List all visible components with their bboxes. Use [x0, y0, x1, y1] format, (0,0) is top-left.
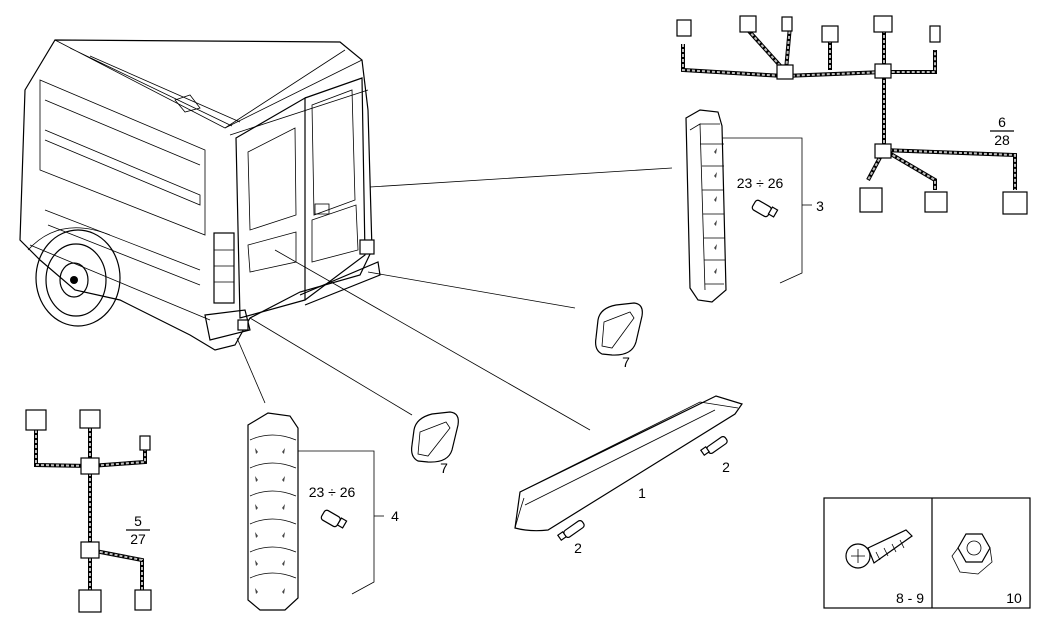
wiring-harness-6-28: [676, 15, 1028, 215]
bulb-part-4: [320, 509, 348, 529]
bulb-part-2-a: [699, 435, 728, 457]
label-part-4: 4: [391, 508, 399, 524]
side-marker-lens-part-7-a: [595, 302, 643, 356]
bulb-range-label-a: 23 ÷ 26: [737, 175, 784, 191]
self-tapping-screw-part-8-9: [845, 529, 913, 569]
tail-lamp-part-4: [247, 412, 299, 611]
bulb-range-label-b: 23 ÷ 26: [309, 484, 356, 500]
bulb-part-3: [751, 199, 779, 218]
label-part-8-9: 8 - 9: [896, 590, 924, 606]
label-part-2-a: 2: [722, 459, 730, 475]
flange-nut-part-10: [951, 533, 993, 575]
leader-lines: [236, 167, 673, 431]
bulb-part-2-b: [556, 519, 585, 542]
third-brake-light-part-1: [514, 395, 743, 532]
bracket-part-3: [722, 137, 812, 284]
label-part-7-a: 7: [622, 354, 630, 370]
bracket-part-4: [298, 450, 384, 595]
part-labels: 1 2 2 3 4 7 7 8 - 9 10 23 ÷ 26 23 ÷ 26 6…: [126, 114, 1022, 606]
tail-lamp-part-3: [685, 109, 727, 303]
label-part-2-b: 2: [574, 540, 582, 556]
label-part-10: 10: [1006, 590, 1022, 606]
fasteners-box: [823, 497, 1031, 609]
label-part-1: 1: [638, 485, 646, 501]
van-rear-illustration: [19, 39, 381, 351]
label-part-3: 3: [816, 198, 824, 214]
side-marker-lens-part-7-b: [411, 411, 459, 463]
harness-label-5-numerator: 5: [134, 513, 142, 529]
harness-label-27-denominator: 27: [130, 531, 146, 547]
harness-label-28-denominator: 28: [994, 132, 1010, 148]
wiring-harness-5-27: [25, 409, 152, 613]
harness-label-6-numerator: 6: [998, 114, 1006, 130]
label-part-7-b: 7: [440, 460, 448, 476]
